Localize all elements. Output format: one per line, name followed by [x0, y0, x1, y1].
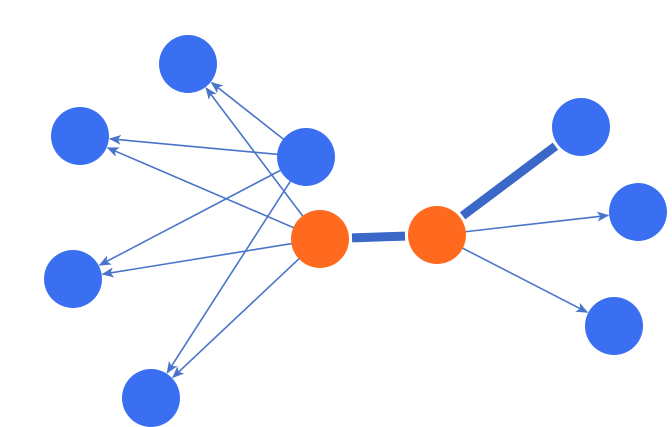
edge-orange-left-to-blue-left-bottom — [172, 241, 318, 379]
node-blue-right-bottom — [585, 297, 643, 355]
node-blue-right-mid — [609, 183, 667, 241]
edge-blue-left-center-to-blue-left-bottom — [166, 160, 305, 374]
edge-orange-right-to-blue-right-top — [459, 142, 559, 220]
edge-orange-left-to-blue-left-top — [205, 87, 319, 236]
node-blue-left-center — [277, 128, 335, 186]
edge-orange-left-to-blue-left-upper-mid — [106, 147, 317, 239]
edge-orange-left-to-orange-right — [351, 231, 406, 243]
edge-orange-right-to-blue-right-bottom — [440, 236, 589, 314]
node-blue-left-upper-mid — [51, 107, 109, 165]
node-blue-left-top — [159, 35, 217, 93]
node-orange-right — [408, 206, 466, 264]
edge-orange-left-to-blue-left-lower-mid — [101, 238, 316, 278]
node-blue-left-lower-mid — [44, 250, 102, 308]
node-blue-right-top — [552, 98, 610, 156]
edges-layer — [98, 81, 610, 379]
nodes-layer — [44, 35, 667, 427]
node-orange-left — [291, 210, 349, 268]
edge-blue-left-center-to-blue-left-upper-mid — [108, 134, 302, 158]
node-blue-left-bottom — [122, 369, 180, 427]
edge-orange-right-to-blue-right-mid — [441, 211, 610, 236]
edge-blue-left-center-to-blue-left-lower-mid — [98, 158, 303, 266]
